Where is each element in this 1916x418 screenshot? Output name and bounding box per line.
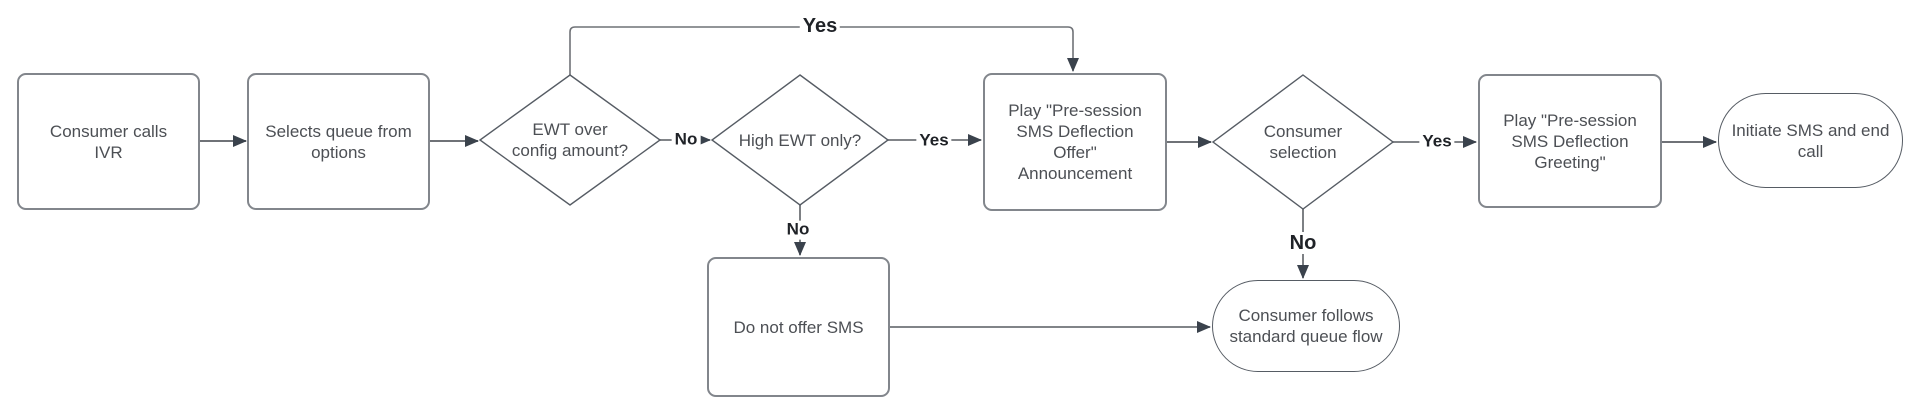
edge-label-yes-consumer-selection: Yes <box>1419 132 1455 152</box>
decision-shape-consumer-selection <box>1211 74 1395 210</box>
node-consumer-follows-standard-queue-flow: Consumer follows standard queue flow <box>1212 280 1400 372</box>
node-play-pre-session-sms-deflection-greeting: Play "Pre-session SMS Deflection Greetin… <box>1478 74 1662 208</box>
node-consumer-calls-ivr: Consumer calls IVR <box>17 73 200 210</box>
node-ewt-over-config-amount: EWT over config amount? <box>511 120 629 160</box>
node-selects-queue-from-options: Selects queue from options <box>247 73 430 210</box>
edge-label-yes-top: Yes <box>799 15 841 37</box>
node-initiate-sms-and-end-call: Initiate SMS and end call <box>1718 93 1903 188</box>
edge-label-no-ewt-over-config: No <box>671 130 701 150</box>
decision-shape-ewt-over-config <box>478 74 662 206</box>
decision-shape-high-ewt-only <box>710 74 890 206</box>
node-high-ewt-only: High EWT only? <box>738 130 862 150</box>
node-play-pre-session-sms-deflection-offer: Play "Pre-session SMS Deflection Offer" … <box>983 73 1167 211</box>
edge-label-no-consumer-selection: No <box>1286 232 1320 254</box>
node-do-not-offer-sms: Do not offer SMS <box>707 257 890 397</box>
edge-label-no-high-ewt: No <box>783 220 813 240</box>
edge-label-yes-high-ewt: Yes <box>916 131 952 151</box>
node-consumer-selection: Consumer selection <box>1263 122 1343 162</box>
